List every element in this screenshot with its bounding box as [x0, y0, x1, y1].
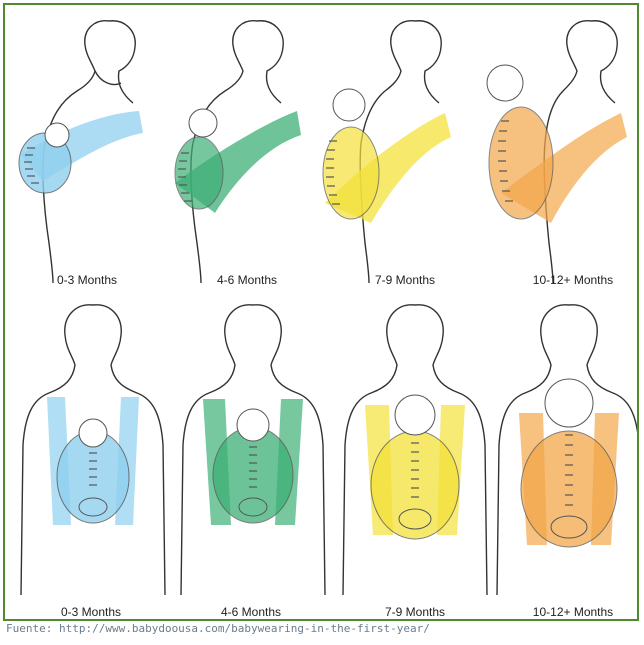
back-carry-0-3-illustration	[13, 295, 173, 605]
front-caption-0-3: 0-3 Months	[27, 273, 147, 287]
illustration-frame: 0-3 Months 4-6 Months 7-9 Months 10-12+ …	[3, 3, 639, 621]
back-carry-7-9-illustration	[335, 295, 495, 605]
back-caption-7-9: 7-9 Months	[355, 605, 475, 619]
back-caption-10-12: 10-12+ Months	[513, 605, 633, 619]
front-carry-0-3-illustration	[13, 13, 163, 283]
back-caption-4-6: 4-6 Months	[191, 605, 311, 619]
front-caption-10-12: 10-12+ Months	[513, 273, 633, 287]
front-caption-7-9: 7-9 Months	[345, 273, 465, 287]
front-carry-7-9-illustration	[315, 13, 475, 283]
front-carry-10-12-illustration	[471, 13, 637, 283]
front-caption-4-6: 4-6 Months	[187, 273, 307, 287]
back-carry-4-6-illustration	[173, 295, 331, 605]
back-carry-10-12-illustration	[493, 295, 639, 605]
front-carry-4-6-illustration	[165, 13, 315, 283]
source-credit: Fuente: http://www.babydoousa.com/babywe…	[6, 622, 430, 635]
back-caption-0-3: 0-3 Months	[31, 605, 151, 619]
